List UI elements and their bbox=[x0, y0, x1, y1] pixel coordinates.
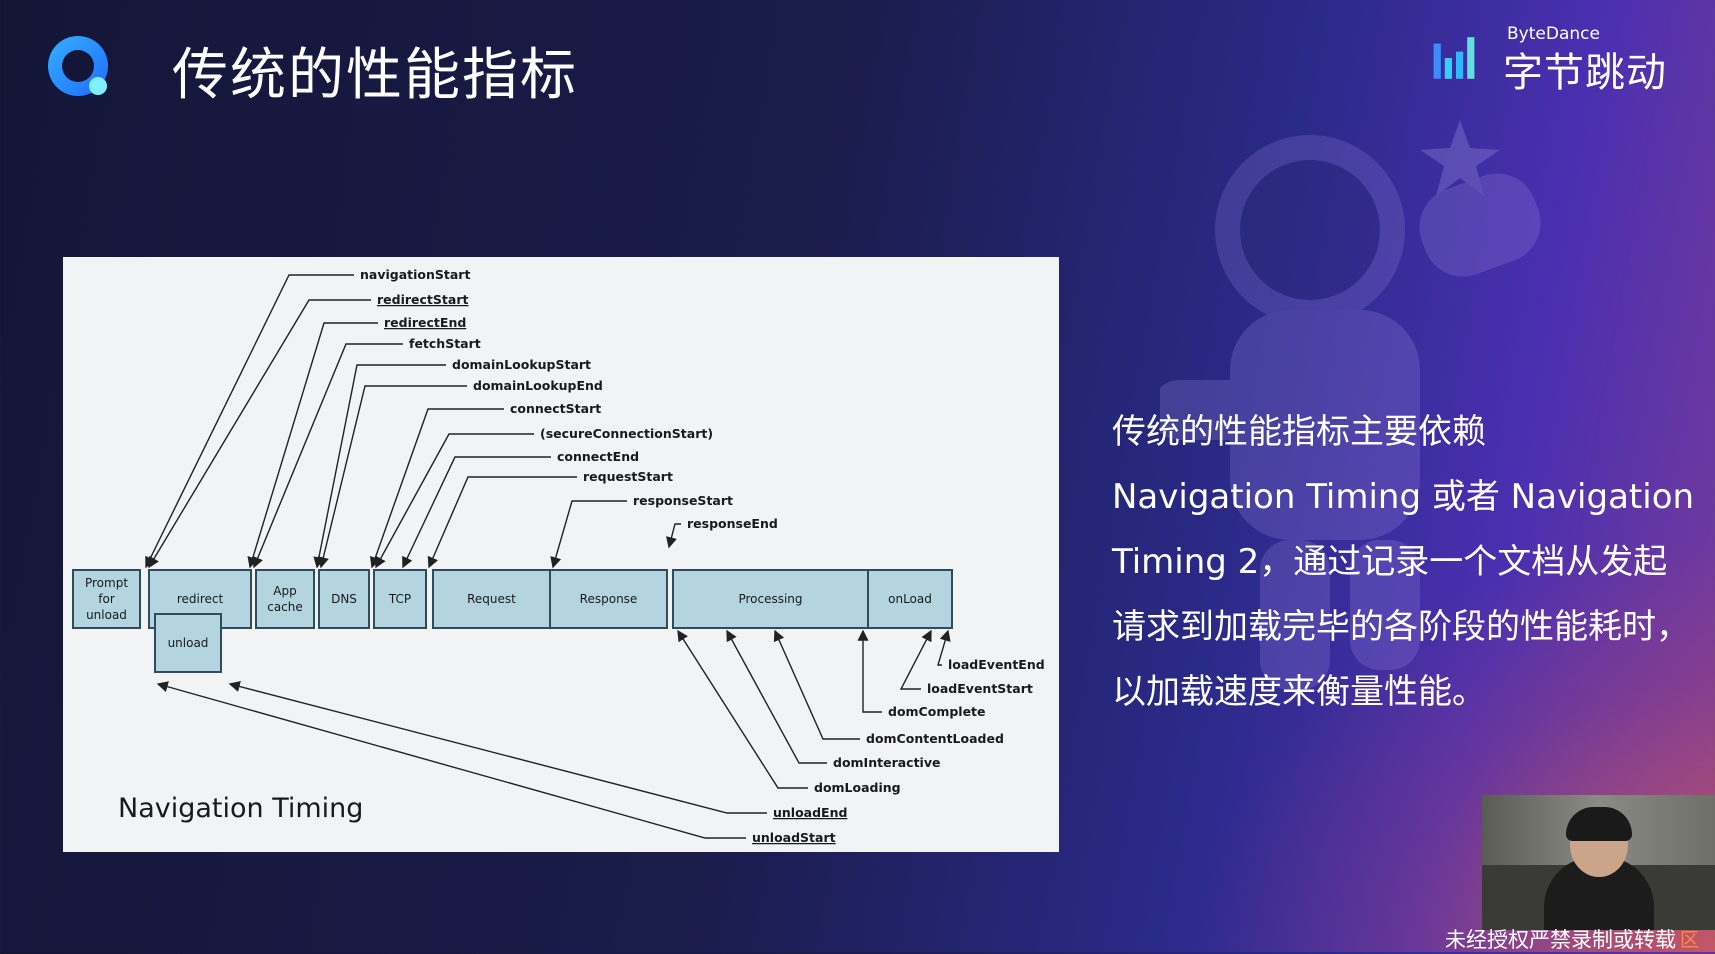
phase-label-unload: unload bbox=[168, 636, 209, 650]
timing-arrow bbox=[156, 681, 746, 839]
phase-box-prompt bbox=[72, 569, 141, 629]
timing-arrow bbox=[726, 629, 827, 764]
phase-box-response bbox=[549, 569, 668, 629]
timing-label-top: responseEnd bbox=[687, 516, 778, 531]
timing-label-bottom: loadEventEnd bbox=[948, 657, 1045, 672]
timing-label-top: domainLookupStart bbox=[452, 357, 591, 372]
timing-label-top: fetchStart bbox=[409, 336, 481, 351]
timing-label-top: navigationStart bbox=[360, 267, 470, 282]
timing-label-top: domainLookupEnd bbox=[473, 378, 603, 393]
timing-label-top: redirectStart bbox=[377, 292, 468, 307]
phase-label-redirect: redirect bbox=[177, 592, 224, 606]
timing-arrow bbox=[899, 629, 932, 690]
body-line-3: Timing 2，通过记录一个文档从发起 bbox=[1112, 542, 1668, 582]
timing-label-top: connectEnd bbox=[557, 449, 639, 464]
navigation-timing-diagram: Prompt for unload redirect unload App cache DNS… bbox=[63, 257, 1059, 852]
timing-label-bottom: domInteractive bbox=[833, 755, 940, 770]
timing-arrow bbox=[427, 476, 577, 569]
timing-label-top: (secureConnectionStart) bbox=[540, 426, 713, 441]
timing-arrow bbox=[937, 629, 951, 666]
brand-name-zh: 字节跳动 bbox=[1503, 50, 1667, 96]
phase-box-appcache bbox=[255, 569, 315, 629]
timing-label-bottom: unloadEnd bbox=[773, 805, 847, 820]
bytedance-bars-icon bbox=[1433, 37, 1475, 79]
timing-arrow bbox=[666, 523, 681, 549]
timing-arrow bbox=[228, 681, 767, 814]
timing-arrow bbox=[375, 433, 534, 569]
timing-label-top: connectStart bbox=[510, 401, 601, 416]
timing-arrow bbox=[550, 500, 627, 569]
phase-box-dns bbox=[318, 569, 370, 629]
astronaut-illustration-icon bbox=[1160, 120, 1541, 690]
phase-label-prompt: unload bbox=[86, 608, 127, 622]
phase-label-tcp: TCP bbox=[388, 592, 411, 606]
phase-label-appcache: cache bbox=[267, 600, 303, 614]
phase-box-onload bbox=[867, 569, 953, 629]
phase-label-request: Request bbox=[467, 592, 516, 606]
timing-label-bottom: unloadStart bbox=[752, 830, 836, 845]
timing-arrow bbox=[317, 385, 467, 569]
timing-arrow bbox=[252, 343, 403, 569]
phase-label-prompt: Prompt bbox=[85, 576, 128, 590]
copyright-notice-tail: 区 bbox=[1680, 929, 1700, 951]
timing-arrow bbox=[677, 629, 808, 789]
timing-label-top: redirectEnd bbox=[384, 315, 466, 330]
body-line-1: 传统的性能指标主要依赖 bbox=[1112, 412, 1486, 452]
body-line-4: 请求到加载完毕的各阶段的性能耗时， bbox=[1112, 607, 1690, 647]
timing-label-bottom: loadEventStart bbox=[927, 681, 1033, 696]
phase-label-prompt: for bbox=[98, 592, 115, 606]
diagram-caption: Navigation Timing bbox=[118, 793, 363, 824]
timing-arrow bbox=[148, 299, 371, 569]
timing-arrow bbox=[402, 456, 551, 569]
phase-label-processing: Processing bbox=[738, 592, 802, 606]
slide-title: 传统的性能指标 bbox=[172, 43, 578, 108]
timing-arrow bbox=[145, 274, 354, 569]
presenter-webcam bbox=[1482, 795, 1715, 930]
body-line-2: Navigation Timing 或者 Navigation bbox=[1112, 477, 1695, 517]
timing-arrow bbox=[857, 629, 882, 713]
brand-name-en: ByteDance bbox=[1507, 24, 1600, 44]
phase-label-appcache: App bbox=[273, 584, 296, 598]
phase-label-response: Response bbox=[580, 592, 638, 606]
phase-box-tcp bbox=[373, 569, 427, 629]
slide-body: 传统的性能指标主要依赖 Navigation Timing 或者 Navigat… bbox=[1112, 400, 1712, 725]
phase-label-dns: DNS bbox=[331, 592, 357, 606]
timing-label-bottom: domComplete bbox=[888, 704, 986, 719]
phase-label-onload: onLoad bbox=[888, 592, 932, 606]
timing-label-bottom: domContentLoaded bbox=[866, 731, 1004, 746]
timing-arrow bbox=[369, 408, 504, 569]
quick-q-logo-icon bbox=[48, 36, 108, 96]
body-line-5: 以加载速度来衡量性能。 bbox=[1112, 672, 1486, 712]
timing-arrow bbox=[313, 364, 446, 569]
timing-label-bottom: domLoading bbox=[814, 780, 901, 795]
phase-box-unload bbox=[154, 613, 222, 673]
diagram-canvas: Prompt for unload redirect unload App cache DNS… bbox=[72, 267, 1045, 845]
timing-label-top: responseStart bbox=[633, 493, 733, 508]
timing-arrow bbox=[773, 629, 860, 740]
copyright-notice: 未经授权严禁录制或转载 bbox=[1445, 928, 1676, 952]
timing-arrow bbox=[247, 322, 378, 569]
timing-label-top: requestStart bbox=[583, 469, 673, 484]
